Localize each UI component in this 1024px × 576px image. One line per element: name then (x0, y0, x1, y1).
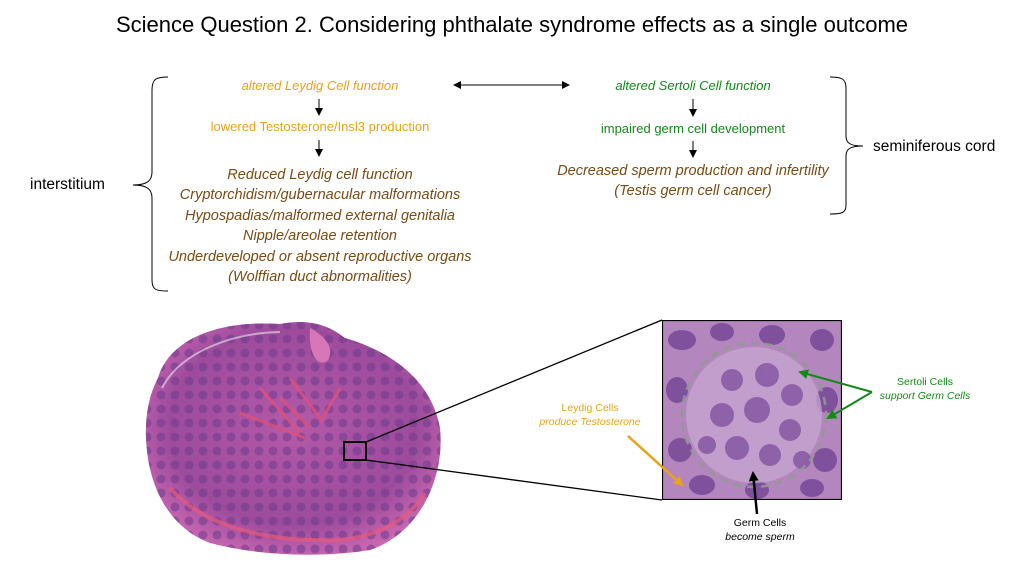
leydig-arrow (627, 435, 684, 487)
interstitium-brace (132, 76, 169, 292)
left-outcome-4: Nipple/areolae retention (243, 228, 397, 244)
germ-cell-development-label: impaired germ cell development (600, 121, 786, 136)
germ-cell-arrow (748, 471, 759, 515)
sertoli-cells-name: Sertoli Cells (896, 376, 954, 388)
testosterone-production-label: lowered Testosterone/Insl3 production (210, 119, 430, 134)
sertoli-cells-desc: support Germ Cells (879, 390, 971, 402)
left-outcome-5: Underdeveloped or absent reproductive or… (168, 249, 472, 265)
right-outcome-1: Decreased sperm production and infertili… (557, 163, 829, 179)
zoom-line-bottom (365, 459, 663, 501)
interstitium-label: interstitium (30, 176, 105, 193)
sertoli-arrow-1 (798, 369, 873, 393)
seminiferous-cord-brace (829, 76, 864, 215)
leydig-cells-desc: produce Testosterone (539, 416, 641, 428)
left-outcome-2: Cryptorchidism/gubernacular malformation… (179, 187, 461, 203)
left-outcome-6: (Wolffian duct abnormalities) (228, 269, 412, 285)
seminiferous-cord-closeup-image (662, 320, 842, 500)
zoom-selection-box (343, 441, 367, 461)
leydig-cells-name: Leydig Cells (561, 402, 619, 414)
germ-cells-desc: become sperm (725, 531, 795, 543)
leydig-function-label: altered Leydig Cell function (241, 78, 399, 93)
zoom-line-top (365, 319, 663, 443)
sertoli-arrow-2 (826, 391, 873, 420)
left-outcome-3: Hypospadias/malformed external genitalia (184, 208, 455, 224)
left-outcome-1: Reduced Leydig cell function (227, 167, 413, 183)
seminiferous-cord-label: seminiferous cord (873, 138, 996, 155)
right-outcome-2: (Testis germ cell cancer) (614, 183, 772, 199)
page-title: Science Question 2. Considering phthalat… (115, 12, 909, 37)
testis-section-image (145, 321, 441, 555)
germ-cells-name: Germ Cells (733, 517, 787, 529)
sertoli-function-label: altered Sertoli Cell function (615, 78, 771, 93)
